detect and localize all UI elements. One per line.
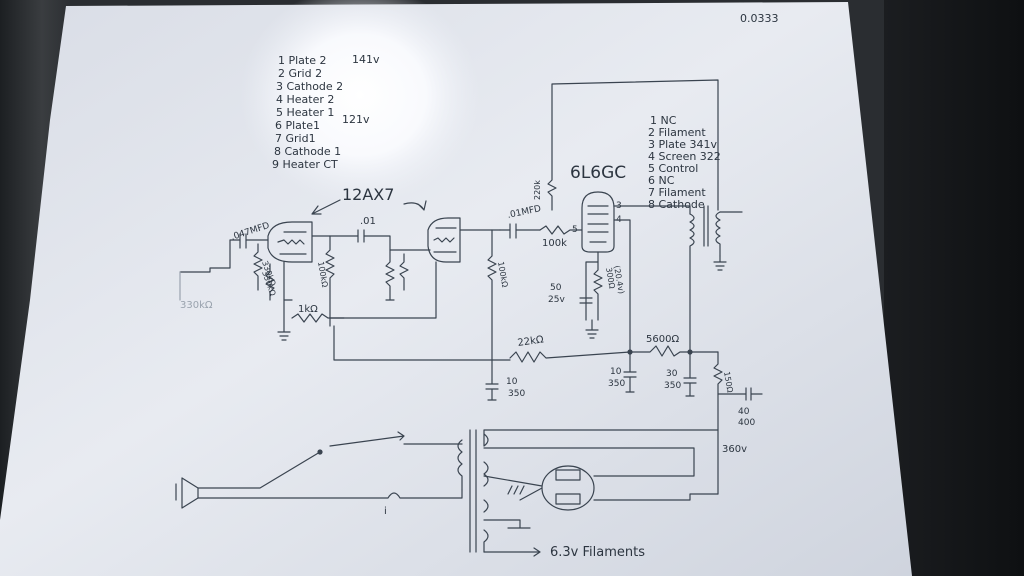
grid-220k (547, 79, 719, 211)
faint-input-label: 330kΩ (180, 300, 213, 311)
label-cathode-1k: 1kΩ (298, 304, 318, 315)
label-cap-c-v: 350 (664, 381, 681, 391)
triode-v1b (427, 217, 461, 263)
coupling-cap-2 (509, 223, 517, 239)
ac-plug (175, 477, 199, 509)
ot-core (703, 205, 709, 247)
v1b-resistor-2 (399, 253, 409, 291)
pin-list-6l6gc: 1 NC 2 Filament 3 Plate 341v 4 Screen 32… (648, 114, 721, 211)
arrow-to-v1b (403, 200, 427, 211)
pin-list-12ax7: 1 Plate 2 2 Grid 2 3 Cathode 2 4 Heater … (272, 53, 380, 171)
paper-sheet (0, 2, 912, 576)
label-filter-res-3: 150Ω (722, 371, 735, 394)
cathode-resistor (291, 313, 345, 323)
6l6-cathode-resistor (593, 261, 603, 321)
ac-line-bottom (197, 489, 463, 499)
plate-to-ot (613, 205, 691, 215)
cap-b (623, 351, 637, 393)
label-filter-res-1: 22kΩ (517, 334, 545, 349)
label-plate-res: 100kΩ (316, 261, 329, 288)
b-plus-rail (333, 325, 511, 361)
pin-12ax7-5: 5 Heater 1 (276, 106, 334, 119)
ac-line-top (197, 431, 463, 489)
6l6-cathode-cap (579, 297, 593, 304)
plate1-voltage: 121v (342, 113, 370, 126)
ground-1 (277, 299, 291, 341)
pin-12ax7-3: 3 Cathode 2 (276, 80, 343, 93)
label-cap-d-val: 40 (738, 407, 750, 417)
pin-12ax7-2: 2 Grid 2 (278, 67, 322, 80)
plate2-voltage: 141v (352, 53, 380, 66)
label-b-plus: 360v (722, 444, 747, 455)
ot-secondary (715, 211, 721, 257)
filter-res-1 (509, 351, 631, 363)
switch-pivot (317, 449, 323, 455)
label-cap-a-val: 10 (506, 377, 518, 387)
rectifier-tube (483, 447, 719, 529)
filament-wire (483, 547, 541, 557)
screen-wire (613, 219, 631, 351)
label-coupling-cap-1: .01 (360, 216, 376, 227)
pin-6l6-5: 5 Control (648, 162, 698, 175)
filter-res-3 (713, 351, 723, 431)
label-cap-b-v: 350 (608, 379, 625, 389)
label-filter-res-2: 5600Ω (646, 334, 679, 345)
label-filaments: 6.3v Filaments (550, 545, 645, 560)
pin-12ax7-6: 6 Plate1 (275, 119, 320, 132)
pin-6l6-3: 3 Plate 341v (648, 138, 717, 151)
label-cap-c-val: 30 (666, 369, 678, 379)
pin-12ax7-8: 8 Cathode 1 (274, 145, 341, 158)
pin-6l6-2: 2 Filament (648, 126, 706, 139)
pin-12ax7-7: 7 Grid1 (275, 132, 316, 145)
label-grid-stopper: 220k (533, 180, 542, 200)
ot-primary (689, 213, 695, 351)
v1b-grid-resistor (385, 249, 395, 301)
label-cathode-cap-v: 25v (548, 295, 565, 305)
label-cathode-res: 300Ω (604, 267, 617, 290)
filter-res-2 (629, 345, 719, 357)
label-grid-res: 100k (542, 238, 567, 249)
plate-resistor-1 (325, 235, 335, 327)
input-cap (239, 233, 247, 249)
label-cathode-cap-val: 50 (550, 283, 562, 293)
input-lead (179, 239, 241, 273)
power-transformer (457, 429, 719, 553)
light-glare (240, 0, 480, 205)
pin-6l6-8: 8 Cathode (648, 198, 705, 211)
label-cap-a-v: 350 (508, 389, 525, 399)
ground-2 (585, 319, 599, 339)
triode-v1a (267, 221, 313, 263)
page-code: 0.0333 (740, 12, 779, 25)
pin-6l6-7: 7 Filament (648, 186, 706, 199)
pin-12ax7-1: 1 Plate 2 (278, 54, 327, 67)
coupling-wire-1 (363, 235, 431, 251)
background-right (884, 0, 1024, 576)
label-grid-leak: 100kΩ (496, 261, 509, 288)
pin-12ax7-9: 9 Heater CT (272, 158, 338, 171)
pin-6l6-4: 4 Screen 322 (648, 150, 721, 163)
pin-12ax7-4: 4 Heater 2 (276, 93, 334, 106)
cap-a (485, 379, 499, 401)
input-resistor (253, 243, 263, 291)
ground-3 (713, 255, 727, 271)
label-cap-d-v: 400 (738, 418, 755, 428)
v1b-cathode-wire (329, 261, 437, 319)
6l6-cathode-wire (585, 251, 599, 321)
cap-d (717, 387, 763, 401)
bias-resistor-2 (265, 263, 275, 301)
pin-6l6-1: 1 NC (650, 114, 677, 127)
grid-leak-resistor (487, 229, 497, 381)
label-cap-b-val: 10 (610, 367, 622, 377)
pin-6l6-6: 6 NC (648, 174, 675, 187)
label-12ax7: 12AX7 (342, 185, 394, 204)
arrow-to-v1a (311, 199, 341, 215)
grid-stopper-resistor (539, 225, 583, 235)
fuse-mark: i (384, 506, 387, 517)
label-6l6gc: 6L6GC (570, 163, 626, 183)
cap-c (683, 351, 697, 397)
